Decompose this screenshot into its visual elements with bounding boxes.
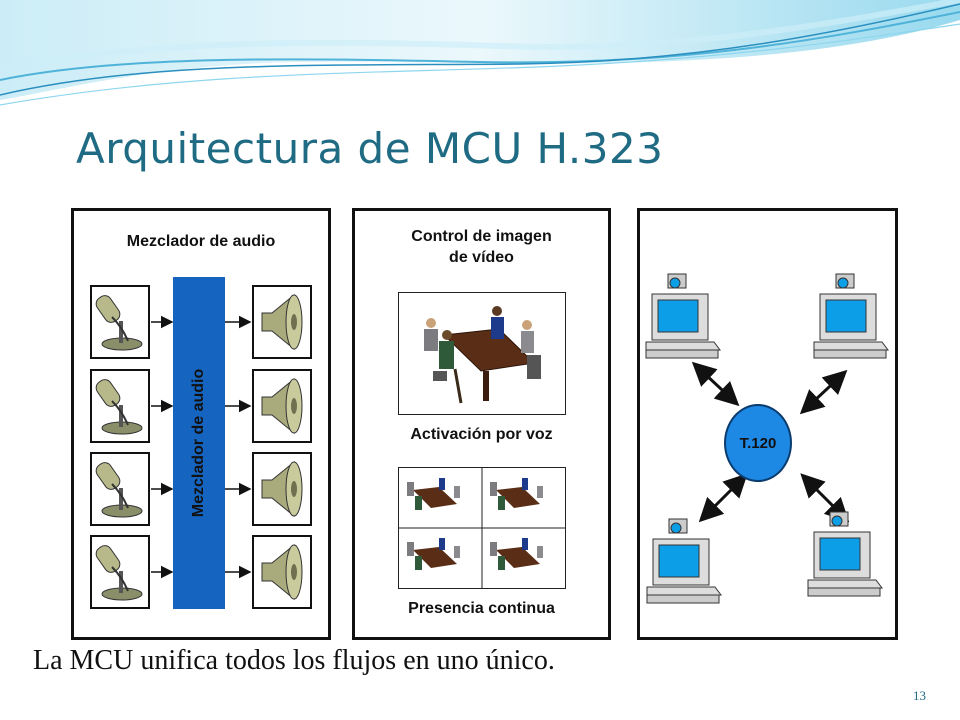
- computer-icon: [645, 273, 721, 359]
- video-control-panel: Control de imagen de vídeo Activación po…: [352, 208, 611, 640]
- speaker-icon: [261, 543, 303, 601]
- audio-mixer-panel: Mezclador de audio Mezclador de audio: [71, 208, 331, 640]
- slide-title: Arquitectura de MCU H.323: [76, 124, 664, 173]
- speaker-icon: [261, 377, 303, 435]
- speaker-tile: [252, 285, 312, 359]
- header-wave-decoration: [0, 0, 960, 106]
- audio-arrows: [151, 315, 252, 579]
- microphone-icon: [95, 295, 143, 351]
- meeting-scene-icon: [407, 478, 460, 510]
- computer-icon: [646, 518, 722, 604]
- speaker-icon: [261, 460, 303, 518]
- slide-footer-text: La MCU unifica todos los flujos en uno ú…: [33, 645, 555, 676]
- microphone-icon: [95, 379, 143, 435]
- audio-mixer-block: Mezclador de audio: [173, 277, 225, 609]
- speaker-tile: [252, 369, 312, 443]
- microphone-icon: [95, 545, 143, 601]
- meeting-scene-icon: [490, 478, 543, 510]
- meeting-grid: [399, 468, 565, 588]
- speaker-tile: [252, 535, 312, 609]
- t120-node: T.120: [724, 404, 792, 482]
- audio-panel-heading: Mezclador de audio: [126, 233, 276, 250]
- video-heading-line1: Control de imagen: [411, 228, 552, 245]
- computer-icon: [807, 511, 883, 597]
- meeting-scene-icon: [424, 306, 541, 404]
- meeting-scene-icon: [490, 538, 543, 570]
- microphone-tile: [90, 369, 150, 443]
- continuous-presence-view: [398, 467, 566, 589]
- computer-icon: [813, 273, 889, 359]
- speaker-icon: [261, 293, 303, 351]
- meeting-scene-icon: [407, 538, 460, 570]
- voice-activation-label: Activación por voz: [410, 426, 553, 443]
- video-panel-heading: Control de imagen de vídeo: [355, 226, 608, 268]
- microphone-icon: [95, 462, 143, 518]
- microphone-tile: [90, 535, 150, 609]
- microphone-tile: [90, 285, 150, 359]
- continuous-presence-label: Presencia continua: [408, 600, 555, 617]
- voice-activated-view: [398, 292, 566, 415]
- microphone-tile: [90, 452, 150, 526]
- video-heading-line2: de vídeo: [449, 249, 514, 266]
- page-number: 13: [913, 688, 926, 703]
- speaker-tile: [252, 452, 312, 526]
